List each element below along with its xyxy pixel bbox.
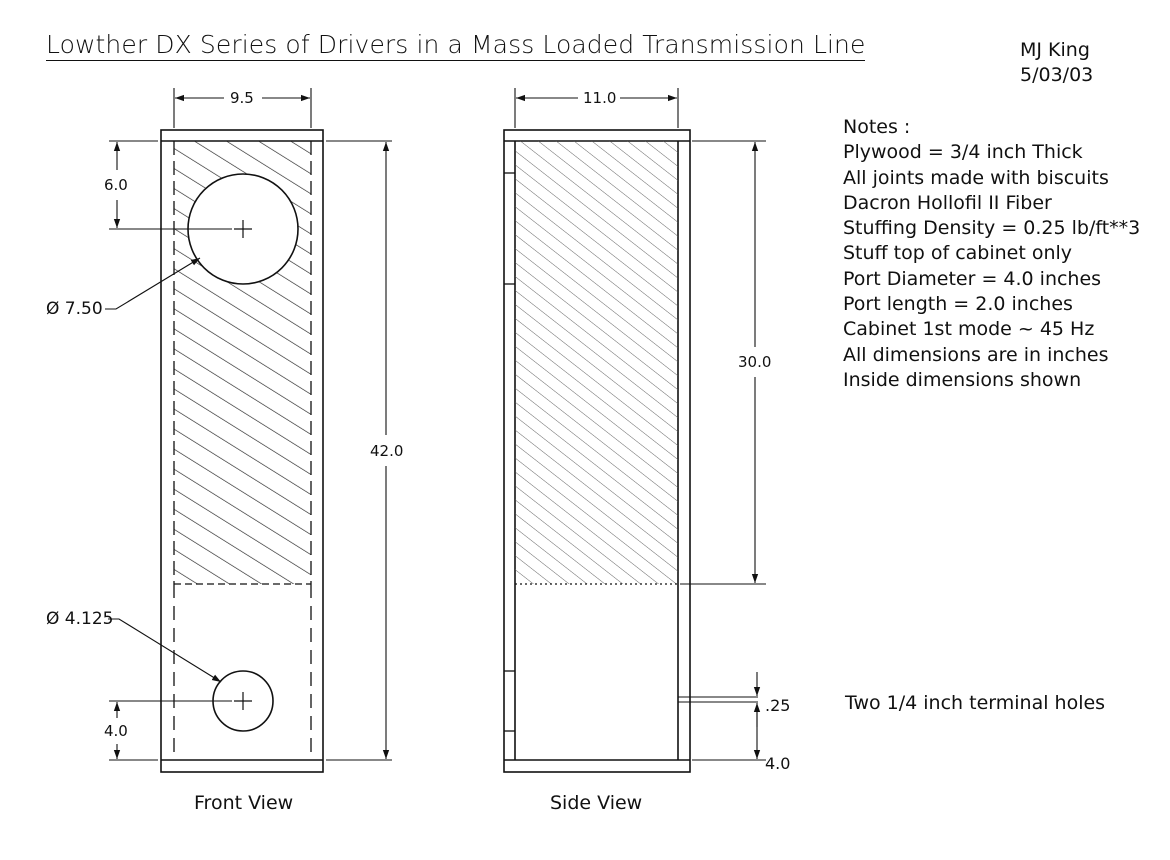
terminal-hole-label: .25 <box>765 696 791 715</box>
stuffing-length-label: 30.0 <box>738 353 772 371</box>
notes-item: All joints made with biscuits <box>843 166 1109 189</box>
notes-heading: Notes : <box>843 116 911 138</box>
terminal-offset-label: 4.0 <box>765 754 791 773</box>
drawing-title: Lowther DX Series of Drivers in a Mass L… <box>46 30 866 61</box>
notes-item: Cabinet 1st mode ~ 45 Hz <box>843 318 1095 341</box>
port-diameter-label: Ø 4.125 <box>46 609 114 629</box>
side-view <box>503 88 766 773</box>
drawing-date: 5/03/03 <box>1020 64 1094 86</box>
notes-item: Port Diameter = 4.0 inches <box>843 267 1102 290</box>
front-view-caption: Front View <box>194 792 294 814</box>
notes-item: Plywood = 3/4 inch Thick <box>843 141 1083 164</box>
driver-diameter-label: Ø 7.50 <box>46 299 103 319</box>
driver-diameter-leader <box>105 257 201 310</box>
notes-item: Stuff top of cabinet only <box>843 242 1073 265</box>
notes-item: Inside dimensions shown <box>843 368 1082 391</box>
notes-item: Port length = 2.0 inches <box>843 293 1073 316</box>
height-label: 42.0 <box>370 442 404 460</box>
author-name: MJ King <box>1020 39 1090 61</box>
notes-item: All dimensions are in inches <box>843 343 1109 366</box>
notes-item: Dacron Hollofil II Fiber <box>843 191 1052 214</box>
port-offset-label: 4.0 <box>104 722 128 740</box>
terminal-note: Two 1/4 inch terminal holes <box>845 692 1106 714</box>
side-stuffing-hatch <box>515 141 678 584</box>
front-width-label: 9.5 <box>230 89 254 107</box>
notes-item: Stuffing Density = 0.25 lb/ft**3 <box>843 217 1141 240</box>
notes-list: Notes : Plywood = 3/4 inch Thick All joi… <box>843 115 1140 393</box>
side-view-caption: Side View <box>550 792 643 814</box>
driver-offset-label: 6.0 <box>104 176 128 194</box>
front-view <box>105 88 392 773</box>
front-cabinet-outline <box>160 129 324 773</box>
side-cabinet-outline <box>503 129 691 773</box>
port-diameter-leader <box>108 618 222 683</box>
side-depth-label: 11.0 <box>583 89 617 107</box>
